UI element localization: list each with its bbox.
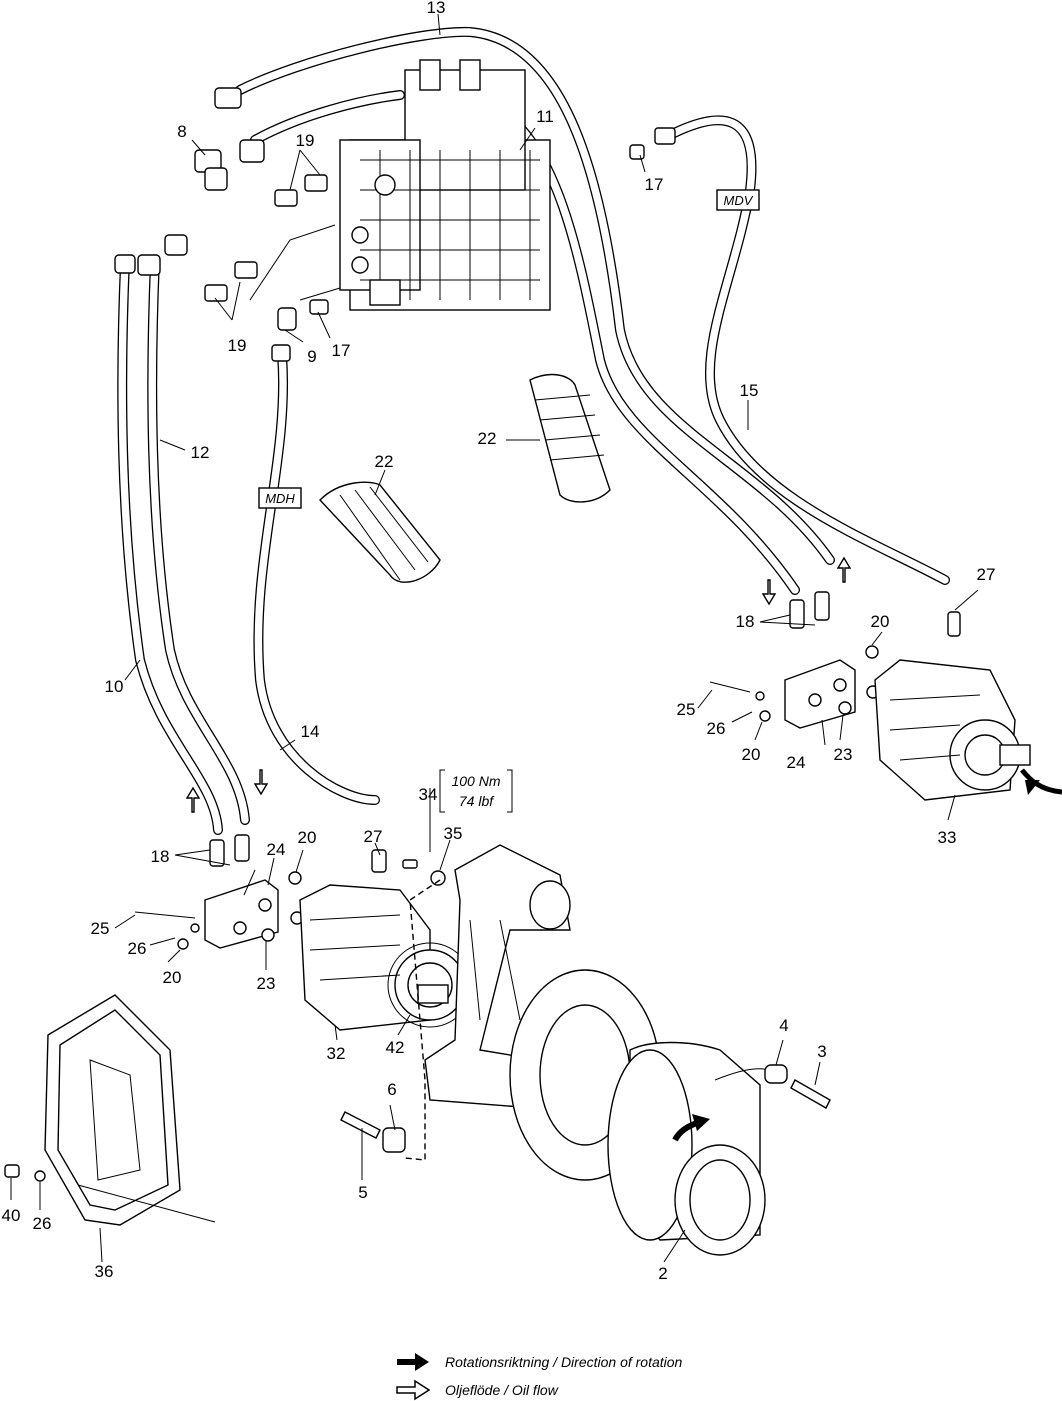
callout-40: 40 bbox=[2, 1206, 21, 1225]
callout-5: 5 bbox=[358, 1183, 367, 1202]
callout-26: 26 bbox=[128, 939, 147, 958]
callout-25: 25 bbox=[91, 919, 110, 938]
callout-24: 24 bbox=[267, 840, 286, 859]
callout-20: 20 bbox=[871, 612, 890, 631]
callout-36: 36 bbox=[95, 1262, 114, 1281]
callout-20: 20 bbox=[163, 968, 182, 987]
callout-12: 12 bbox=[191, 443, 210, 462]
solid-arrow-icon bbox=[397, 1353, 429, 1371]
callout-10: 10 bbox=[105, 677, 124, 696]
legend-rotation-label: Rotationsriktning / Direction of rotatio… bbox=[445, 1354, 683, 1370]
callout-23: 23 bbox=[834, 745, 853, 764]
callout-3: 3 bbox=[817, 1042, 826, 1061]
callout-14: 14 bbox=[301, 722, 320, 741]
callout-22: 22 bbox=[478, 429, 497, 448]
torque-metric: 100 Nm bbox=[451, 773, 500, 789]
callout-11: 11 bbox=[536, 107, 554, 126]
callout-labels: 13 8 19 11 17 19 9 17 15 22 12 22 27 18 … bbox=[2, 0, 996, 1283]
valve-fittings bbox=[114, 87, 676, 362]
hydraulic-motor-left bbox=[299, 849, 473, 1031]
callout-18: 18 bbox=[736, 612, 755, 631]
cover-plate bbox=[4, 994, 216, 1226]
callout-8: 8 bbox=[177, 122, 186, 141]
callout-34: 34 bbox=[419, 785, 438, 804]
callout-26: 26 bbox=[33, 1214, 52, 1233]
callout-22: 22 bbox=[375, 452, 394, 471]
bolt-and-spacer bbox=[340, 1111, 406, 1153]
valve-block-left bbox=[134, 834, 304, 950]
leader-lines bbox=[10, 13, 979, 1263]
callout-20: 20 bbox=[742, 745, 761, 764]
callout-23: 23 bbox=[257, 974, 276, 993]
callout-33: 33 bbox=[938, 828, 957, 847]
spiral-guard-right bbox=[529, 373, 611, 503]
valve-block-right bbox=[709, 591, 880, 729]
callout-35: 35 bbox=[444, 824, 463, 843]
torque-spec-box: 100 Nm 74 lbf bbox=[439, 769, 513, 813]
callout-13: 13 bbox=[427, 0, 446, 17]
hose-tag-mdv: MDV bbox=[716, 189, 760, 211]
oil-flow-arrow-icons bbox=[185, 556, 852, 813]
spiral-guard-left bbox=[319, 481, 441, 583]
callout-2: 2 bbox=[658, 1264, 667, 1283]
legend-oil-flow-label: Oljeflöde / Oil flow bbox=[445, 1382, 558, 1398]
callout-25: 25 bbox=[677, 700, 696, 719]
callout-27: 27 bbox=[364, 827, 383, 846]
callout-19: 19 bbox=[296, 131, 315, 150]
callout-19: 19 bbox=[228, 336, 247, 355]
control-valve-block bbox=[339, 59, 551, 311]
callout-32: 32 bbox=[327, 1044, 346, 1063]
wheel-hub bbox=[509, 969, 831, 1256]
hydraulic-motor-right bbox=[874, 611, 1062, 801]
legend-oil-flow: Oljeflöde / Oil flow bbox=[395, 1379, 815, 1401]
callout-4: 4 bbox=[779, 1016, 788, 1035]
callout-20: 20 bbox=[298, 828, 317, 847]
callout-24: 24 bbox=[787, 753, 806, 772]
svg-text:MDV: MDV bbox=[724, 193, 754, 208]
hollow-arrow-icon bbox=[396, 1379, 431, 1401]
callout-6: 6 bbox=[387, 1080, 396, 1099]
hose-tag-mdh: MDH bbox=[258, 487, 302, 509]
legend-rotation: Rotationsriktning / Direction of rotatio… bbox=[395, 1351, 815, 1373]
callout-17: 17 bbox=[645, 175, 664, 194]
callout-17: 17 bbox=[332, 341, 351, 360]
svg-text:MDH: MDH bbox=[265, 491, 295, 506]
callout-42: 42 bbox=[386, 1038, 405, 1057]
callout-9: 9 bbox=[307, 347, 316, 366]
callout-15: 15 bbox=[740, 381, 759, 400]
callout-26: 26 bbox=[707, 719, 726, 738]
callout-18: 18 bbox=[151, 847, 170, 866]
torque-imperial: 74 lbf bbox=[459, 793, 495, 809]
callout-27: 27 bbox=[977, 565, 996, 584]
